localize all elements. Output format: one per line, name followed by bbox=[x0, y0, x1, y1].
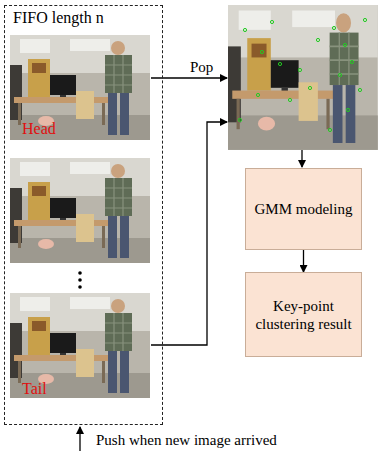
node-text: Key-point clustering result bbox=[252, 297, 355, 333]
tail-frame: Tail bbox=[10, 293, 151, 400]
node-text: GMM modeling bbox=[255, 200, 353, 218]
tail-photo bbox=[10, 293, 150, 398]
push-arrow bbox=[79, 427, 80, 451]
flow-arrow bbox=[303, 250, 304, 272]
output-arrow bbox=[301, 150, 302, 167]
keypoint-marks bbox=[238, 18, 366, 131]
push-label: Push when new image arrived bbox=[94, 431, 279, 449]
ellipsis-dots bbox=[78, 271, 82, 289]
head-frame: Head bbox=[10, 35, 151, 140]
node-text: FIFO length n bbox=[13, 8, 104, 27]
node-text: Head bbox=[22, 119, 56, 138]
middle-photo bbox=[10, 158, 150, 263]
fifo-buffer: FIFO length n HeadTail bbox=[4, 5, 163, 425]
output-photo bbox=[228, 5, 378, 150]
process-box: Key-point clustering result bbox=[245, 272, 362, 357]
head-photo bbox=[10, 35, 150, 140]
node-text: Tail bbox=[22, 379, 47, 398]
process-box: GMM modeling bbox=[245, 168, 362, 250]
flow-lines bbox=[80, 78, 302, 451]
pop-label: Pop bbox=[188, 58, 215, 76]
